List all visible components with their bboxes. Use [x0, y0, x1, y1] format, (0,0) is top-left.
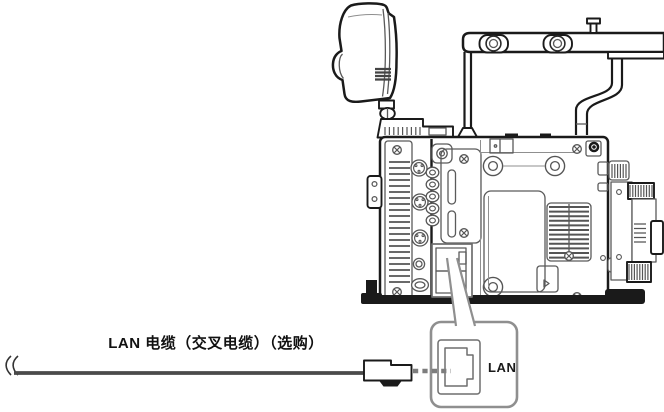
- cable-break-icon: [5, 355, 12, 376]
- bnc-connector-icon: [425, 166, 440, 179]
- release-button: [588, 141, 600, 153]
- screw-icon: [564, 251, 574, 261]
- lan-cable: [5, 355, 451, 387]
- xlr-connector-icon: [410, 159, 428, 177]
- screw-icon: [616, 254, 622, 260]
- plug-latch: [379, 380, 402, 387]
- screw-icon: [392, 145, 402, 155]
- side-vent: [546, 202, 592, 262]
- xlr-connector-icon: [411, 229, 429, 247]
- cable-label: LAN 电缆（交叉电缆）（选购）: [108, 334, 324, 352]
- foot: [366, 280, 377, 298]
- slot: [447, 210, 457, 238]
- side-plate: [483, 190, 546, 293]
- lan-callout: LAN: [429, 257, 519, 409]
- handle-rear-step: [607, 51, 664, 60]
- lens-mount: [608, 160, 664, 283]
- slot: [447, 169, 457, 205]
- mount-boss: [482, 155, 504, 177]
- screw-icon: [616, 189, 622, 195]
- rj45-plug-icon: [363, 359, 413, 382]
- base-plate: [377, 295, 612, 304]
- screw-icon: [459, 228, 469, 238]
- handle-front-post: [463, 52, 473, 128]
- bnc-connector-icon: [425, 214, 440, 227]
- evf-grip-stripes: [375, 67, 391, 81]
- rear-vent-grille: [389, 161, 410, 283]
- mount-boss: [482, 276, 504, 298]
- mount-cap: [650, 220, 664, 255]
- mount-boss: [544, 155, 566, 177]
- handle-rear-support: [574, 58, 614, 135]
- lan-port-label: LAN: [488, 360, 517, 375]
- bnc-connector-icon: [425, 202, 440, 215]
- top-handle: [457, 17, 664, 138]
- bnc-connector-icon: [425, 190, 440, 203]
- camera-illustration: [331, 2, 664, 304]
- screw-icon: [600, 255, 606, 261]
- mount-knob: [608, 160, 630, 181]
- camera-body: [361, 133, 664, 304]
- eyecup: [338, 53, 345, 79]
- screw-icon: [572, 144, 582, 154]
- screw-icon: [459, 154, 469, 164]
- handle-post-foot: [457, 127, 478, 138]
- side-bracket: [366, 175, 383, 209]
- round-connector: [412, 257, 426, 271]
- viewfinder: [331, 2, 454, 139]
- dc-connector: [410, 278, 430, 292]
- connector: [431, 143, 453, 164]
- bnc-connector-icon: [425, 178, 440, 191]
